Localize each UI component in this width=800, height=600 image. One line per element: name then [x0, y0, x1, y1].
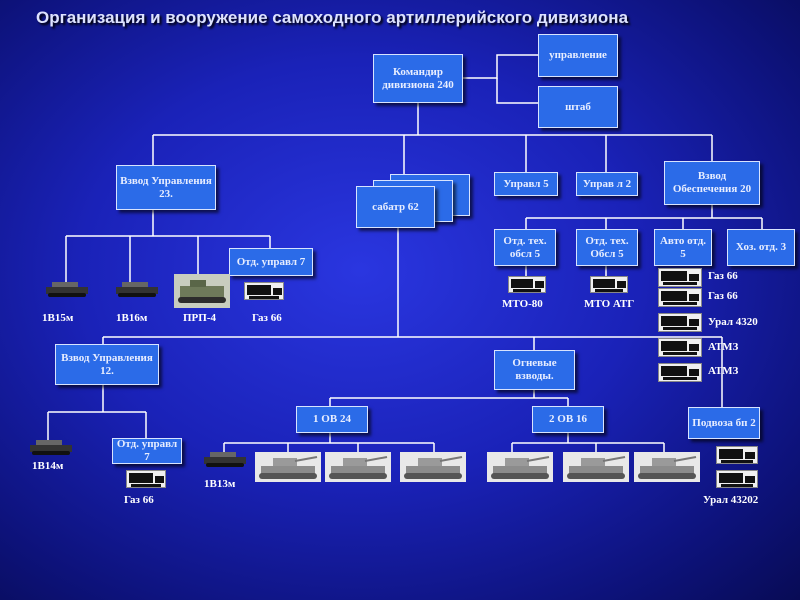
hoz-otd-box: Хоз. отд. 3 — [727, 229, 795, 266]
tracked-vehicle-icon — [116, 282, 158, 298]
ov2-box: 2 ОВ 16 — [532, 406, 604, 433]
otd-tech-obsl-2-box: Отд. тех. Обсл 5 — [576, 229, 638, 266]
self-propelled-gun-icon — [325, 452, 391, 482]
label-1v14m: 1В14м — [32, 460, 64, 472]
label-ural43202: Урал 43202 — [703, 494, 759, 506]
upravlenie-box: управление — [538, 34, 618, 77]
truck-icon — [658, 288, 702, 307]
shtab-box: штаб — [538, 86, 618, 128]
label-gaz66-b: Газ 66 — [708, 290, 738, 302]
truck-icon — [658, 363, 702, 382]
reconnaissance-vehicle-icon — [174, 274, 230, 308]
label-gaz66-bottom: Газ 66 — [124, 494, 154, 506]
label-prp4: ПРП-4 — [183, 312, 216, 324]
otd-upravl-bottom-box: Отд. управл 7 — [112, 438, 182, 464]
self-propelled-gun-icon — [400, 452, 466, 482]
truck-icon — [658, 268, 702, 287]
upravl-2-box: Управ л 2 — [576, 172, 638, 196]
label-mto80: МТО-80 — [502, 298, 543, 310]
truck-icon — [658, 313, 702, 332]
truck-icon — [508, 276, 546, 293]
vzvod-upravleniya-12-box: Взвод Управления 12. — [55, 344, 159, 385]
upravl-5-box: Управл 5 — [494, 172, 558, 196]
page-title: Организация и вооружение самоходного арт… — [36, 8, 629, 27]
self-propelled-gun-icon — [634, 452, 700, 482]
label-mto-atg: МТО АТГ — [584, 298, 635, 310]
tracked-vehicle-icon — [204, 452, 246, 468]
ov1-box: 1 ОВ 24 — [296, 406, 368, 433]
commander-box: Командир дивизиона 240 — [373, 54, 463, 103]
self-propelled-gun-icon — [563, 452, 629, 482]
truck-icon — [658, 338, 702, 357]
self-propelled-gun-icon — [487, 452, 553, 482]
vzvod-obespecheniya-box: Взвод Обеспечения 20 — [664, 161, 760, 205]
otd-upravl-top-box: Отд. управл 7 — [229, 248, 313, 276]
sabatr-box: сабатр 62 — [356, 186, 435, 228]
truck-icon — [716, 470, 758, 488]
self-propelled-gun-icon — [255, 452, 321, 482]
podvoza-box: Подвоза бп 2 — [688, 407, 760, 439]
truck-icon — [716, 446, 758, 464]
label-ural4320: Урал 4320 — [708, 316, 758, 328]
tracked-vehicle-icon — [30, 440, 72, 456]
avto-otd-box: Авто отд. 5 — [654, 229, 712, 266]
label-1v13m: 1В13м — [204, 478, 236, 490]
ognevye-vzvody-box: Огневые взводы. — [494, 350, 575, 390]
label-gaz66-a: Газ 66 — [708, 270, 738, 282]
otd-tech-obsl-1-box: Отд. тех. обсл 5 — [494, 229, 556, 266]
label-atmz-b: АТМЗ — [708, 365, 739, 377]
tracked-vehicle-icon — [46, 282, 88, 298]
label-1v15m: 1В15м — [42, 312, 74, 324]
truck-icon — [126, 470, 166, 488]
label-1v16m: 1В16м — [116, 312, 148, 324]
label-atmz-a: АТМЗ — [708, 341, 739, 353]
truck-icon — [590, 276, 628, 293]
label-gaz66-top: Газ 66 — [252, 312, 282, 324]
truck-icon — [244, 282, 284, 300]
vzvod-upravleniya-23-box: Взвод Управления 23. — [116, 165, 216, 210]
